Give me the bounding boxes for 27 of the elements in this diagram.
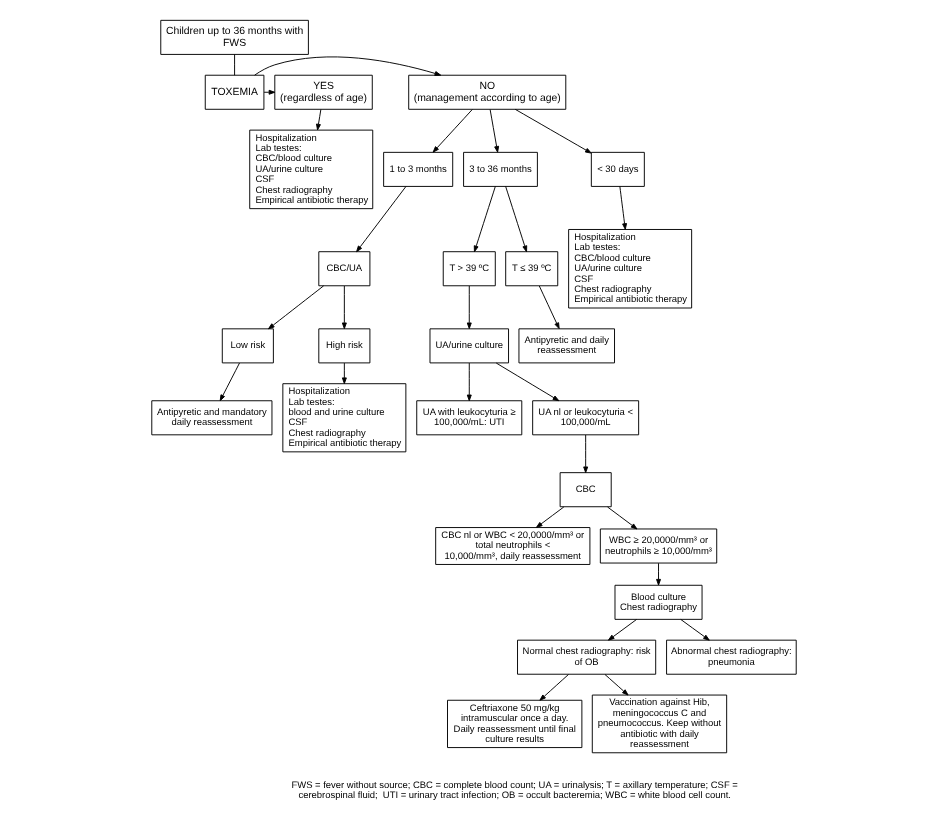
arrow [514,108,592,154]
arrow [604,674,629,696]
arrow [268,285,325,330]
arrow [219,362,240,402]
arrow [466,285,472,330]
arrow [356,185,407,253]
arrow [680,618,710,641]
arrow [539,674,569,701]
arrow [583,434,589,474]
arrow [535,506,565,528]
arrow [341,285,347,330]
arrow [341,362,347,385]
arrow [466,362,472,402]
arrow [263,89,276,95]
arrow [607,618,638,641]
arrow [495,362,560,402]
arrow [489,109,500,153]
arrow [607,506,638,530]
arrow [432,109,473,153]
connector [234,54,236,76]
arrow [619,185,628,230]
arrow [254,56,442,76]
arrow [656,562,661,586]
arrow [538,285,560,330]
arrow [473,185,496,253]
arrow [316,109,322,131]
arrow [505,185,528,253]
